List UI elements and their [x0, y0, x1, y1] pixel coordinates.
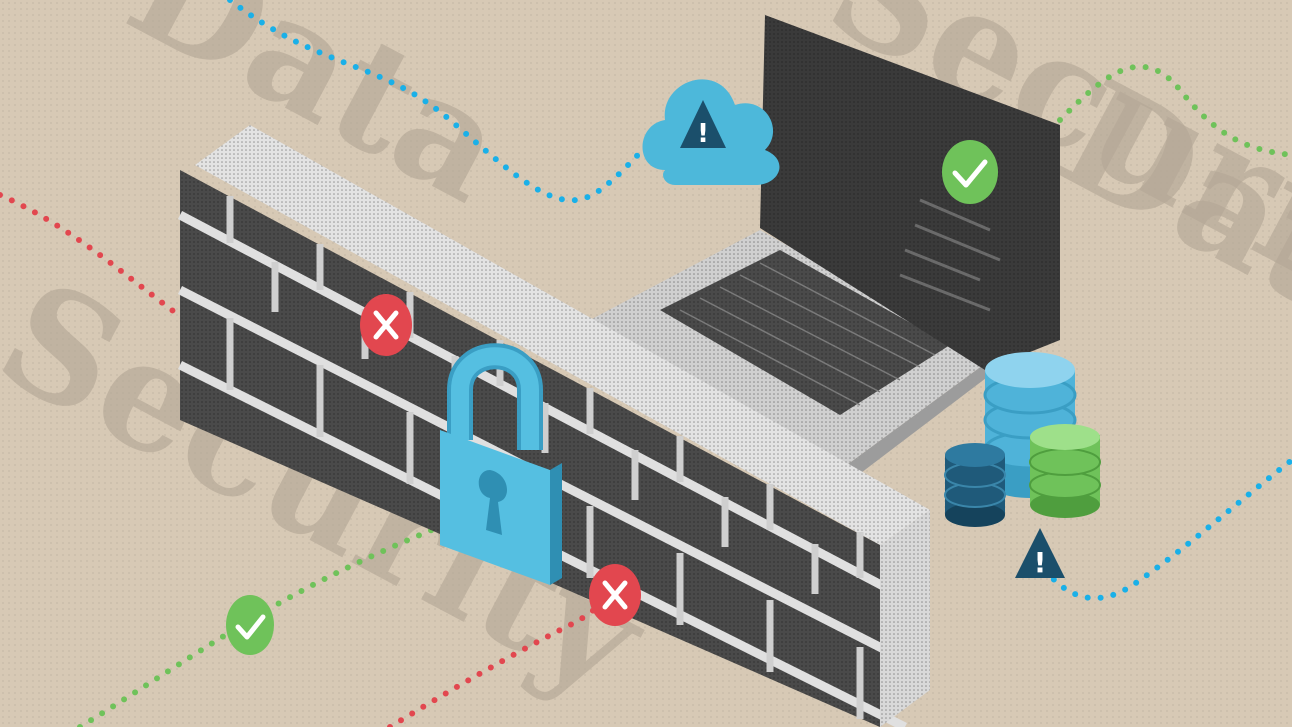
wall-mortar-vertical	[226, 196, 864, 719]
cloud-warning-triangle	[680, 100, 726, 148]
keyboard-rows	[679, 262, 936, 406]
padlock-keyhole	[478, 470, 508, 535]
path-blue-right	[1042, 457, 1292, 601]
screen-lines	[899, 198, 1001, 312]
path-red-bottom	[387, 592, 613, 727]
check-badge-bottom	[226, 595, 274, 655]
path-red-left	[0, 192, 383, 367]
db-stack-dark-blue	[944, 443, 1006, 527]
svg-text:!: !	[1034, 546, 1047, 579]
laptop-icon	[590, 15, 1060, 485]
check-badge-laptop	[942, 140, 998, 204]
path-blue-top	[227, 0, 693, 204]
laptop-base-edge	[840, 360, 990, 485]
warning-triangle-icon: !	[1015, 528, 1065, 579]
padlock-icon	[440, 343, 562, 585]
cross-badge-icon	[360, 294, 641, 626]
db-stack-green	[1029, 424, 1101, 518]
check-badge-icon	[226, 140, 998, 655]
cloud-warning-icon: !	[642, 79, 780, 185]
cloud-warning-mark: !	[697, 119, 709, 149]
database-stack-icon	[944, 352, 1101, 527]
